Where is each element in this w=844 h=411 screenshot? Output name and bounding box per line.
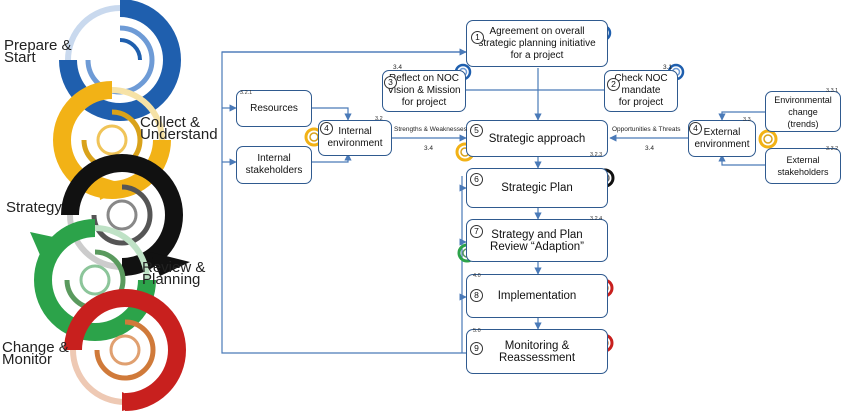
node-monitoring-text: Monitoring & Reassessment [498,339,576,364]
node-internal-stakeholders[interactable]: Internal stakeholders [236,146,312,184]
node-external-environment-number: 4 [689,122,702,135]
node-agreement[interactable]: Agreement on overall strategic planning … [466,20,608,67]
node-strategic-plan-number: 6 [470,173,483,186]
node-implementation[interactable]: Implementation [466,274,608,318]
label-tag-3-4-left: 3.4 [424,145,434,152]
node-monitoring-tag: 5.0 [473,328,481,334]
node-implementation-number: 8 [470,289,483,302]
label-tag-3-4-right: 3.4 [645,145,655,152]
node-agreement-number: 1 [471,31,484,44]
node-external-stakeholders[interactable]: External stakeholders [765,148,841,184]
node-strategy-review-text: Strategy and Plan Review “Adaption” [490,228,584,253]
node-strategic-plan[interactable]: Strategic Plan [466,168,608,208]
node-resources-text: Resources [250,103,298,114]
node-reflect-text: Reflect on NOC Vision & Mission for proj… [387,73,461,108]
node-strategy-review-number: 7 [470,225,483,238]
node-monitoring[interactable]: Monitoring & Reassessment [466,329,608,374]
node-external-environment-tag: 3.3 [743,117,751,123]
node-external-stakeholders-tag: 3.3.2 [826,146,839,152]
node-environmental-change-tag: 3.3.1 [826,88,839,94]
stage-label-review: Review & Planning [142,259,206,288]
node-strategic-approach-text: Strategic approach [488,132,586,145]
node-reflect[interactable]: Reflect on NOC Vision & Mission for proj… [382,70,466,112]
node-internal-environment-tag: 3.2 [375,116,383,122]
stage-label-strategy: Strategy [6,199,62,216]
node-environmental-change[interactable]: Environmental change (trends) [765,91,841,132]
node-resources[interactable]: Resources [236,90,312,127]
stage-label-prepare: Prepare & Start [4,37,72,66]
connectors [221,48,765,354]
node-implementation-tag: 4.0 [473,273,481,279]
node-check[interactable]: Check NOC mandate for project [604,70,678,112]
stage-rings [30,0,190,411]
stage-label-change: Change & Monitor [2,339,69,368]
stage-label-collect: Collect & Understand [140,114,218,143]
node-strategy-review[interactable]: Strategy and Plan Review “Adaption” [466,219,608,262]
label-tag-3-4-top: 3.4 [393,64,403,71]
label-opportunities-threats: Opportunities & Threats [612,126,681,133]
label-tag-3-1: 3.1 [663,64,673,71]
node-internal-environment-number: 4 [320,122,333,135]
node-reflect-number: 3 [384,76,397,89]
node-check-number: 2 [607,78,620,91]
node-implementation-text: Implementation [497,290,577,302]
label-strengths-weaknesses: Strengths & Weaknesses [394,126,467,133]
node-strategy-review-tag: 3.2.4 [590,216,603,222]
ring-red [64,289,186,411]
node-environmental-change-text: Environmental change (trends) [774,94,832,129]
node-strategic-approach-number: 5 [470,124,483,137]
node-internal-environment-text: Internal environment [327,126,383,149]
node-monitoring-number: 9 [470,342,483,355]
node-internal-stakeholders-text: Internal stakeholders [245,153,303,176]
node-strategic-plan-text: Strategic Plan [501,182,573,194]
node-external-environment-text: External environment [694,126,750,150]
node-strategic-approach-tag: 3.2.3 [590,152,603,158]
node-external-stakeholders-text: External stakeholders [777,155,829,177]
node-external-environment[interactable]: External environment [688,120,756,157]
node-check-text: Check NOC mandate for project [614,73,668,108]
node-strategic-approach[interactable]: Strategic approach [466,120,608,157]
node-agreement-text: Agreement on overall strategic planning … [478,25,596,61]
node-resources-tag: 3.2.1 [240,90,253,96]
